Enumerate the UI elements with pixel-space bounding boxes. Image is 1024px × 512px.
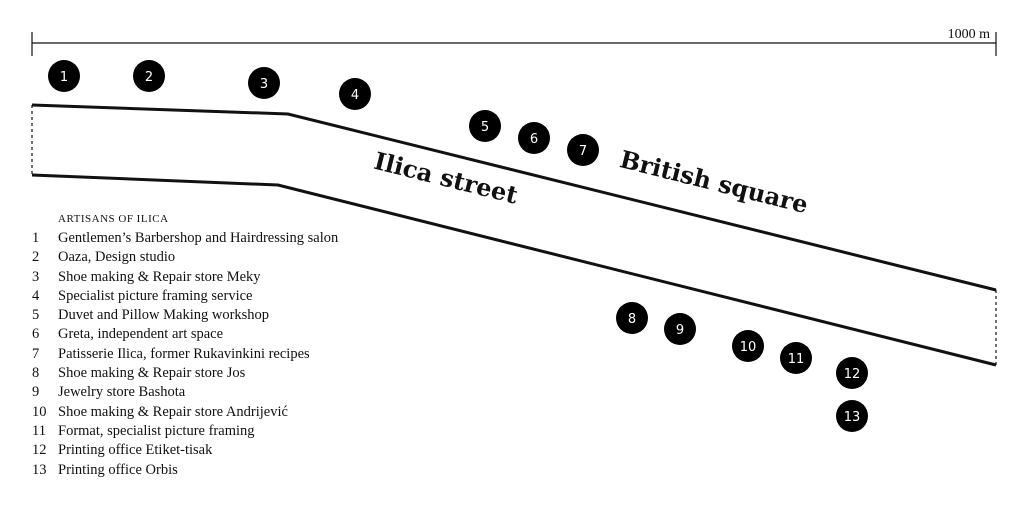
legend-item-number: 10 — [32, 403, 47, 420]
legend-item-label: Gentlemen’s Barbershop and Hairdressing … — [58, 230, 339, 246]
legend-item-label: Greta, independent art space — [58, 326, 224, 343]
legend-item-number: 3 — [32, 268, 40, 285]
legend-item: 13 Printing office Orbis — [32, 461, 452, 480]
legend-item-number: 12 — [32, 442, 47, 459]
map-pin-label: 10 — [740, 340, 757, 355]
legend-item-number: 4 — [32, 287, 40, 304]
map-pin-2[interactable]: 2 — [133, 60, 165, 92]
legend-item-number: 5 — [32, 307, 40, 324]
map-pin-label: 11 — [788, 352, 805, 367]
map-pin-4[interactable]: 4 — [339, 78, 371, 110]
legend-item-label: Patisserie Ilica, former Rukavinkini rec… — [58, 345, 310, 362]
legend-item-number: 6 — [32, 326, 40, 343]
map-pin-label: 13 — [844, 410, 861, 425]
map-pin-label: 5 — [481, 120, 489, 135]
legend-item-label: Shoe making & Repair store Andrijević — [58, 403, 288, 420]
legend-item: 2 Oaza, Design studio — [32, 248, 452, 267]
legend-item: 4 Specialist picture framing service — [32, 287, 452, 306]
legend-item-number: 9 — [32, 384, 40, 401]
legend-item-label: Shoe making & Repair store Jos — [58, 365, 246, 382]
map-pin-1[interactable]: 1 — [48, 60, 80, 92]
legend-item: 6 Greta, independent art space — [32, 325, 452, 344]
map-pin-label: 4 — [351, 88, 359, 103]
legend-item: 7 Patisserie Ilica, former Rukavinkini re… — [32, 345, 452, 364]
legend-item-number: 11 — [32, 422, 46, 439]
scale-label: 1000 m — [948, 27, 991, 42]
map-pin-12[interactable]: 12 — [836, 357, 868, 389]
legend-item-number: 13 — [32, 461, 47, 478]
legend-item-label: Specialist picture framing service — [58, 287, 253, 304]
legend-item: 9 Jewelry store Bashota — [32, 383, 452, 402]
map-pin-label: 7 — [579, 144, 587, 159]
map-pin-label: 9 — [676, 323, 684, 338]
legend-item-label: Printing office Etiket-tisak — [58, 442, 213, 459]
legend-item-number: 1 — [32, 230, 40, 246]
map-pin-label: 8 — [628, 312, 636, 327]
map-pin-7[interactable]: 7 — [567, 134, 599, 166]
map-pin-13[interactable]: 13 — [836, 400, 868, 432]
map-pin-6[interactable]: 6 — [518, 122, 550, 154]
legend-list: 1 Gentlemen’s Barbershop and Hairdressing… — [32, 229, 452, 480]
street-label-ilica: Ilica street — [371, 146, 521, 210]
legend-item: 5 Duvet and Pillow Making workshop — [32, 306, 452, 325]
legend-item-label: Jewelry store Bashota — [58, 384, 186, 401]
legend-item-label: Oaza, Design studio — [58, 249, 176, 266]
map-pin-label: 6 — [530, 132, 538, 147]
street-label-british-square: British square — [617, 144, 811, 219]
legend-item: 11 Format, specialist picture framing — [32, 422, 452, 441]
legend-item-label: Printing office Orbis — [58, 461, 178, 478]
map-pin-11[interactable]: 11 — [780, 342, 812, 374]
legend-item-label: Duvet and Pillow Making workshop — [58, 307, 270, 324]
legend-item: 3 Shoe making & Repair store Meky — [32, 268, 452, 287]
map-pin-3[interactable]: 3 — [248, 67, 280, 99]
map-pin-label: 12 — [844, 367, 861, 382]
map-pin-label: 1 — [60, 70, 68, 85]
street-outline — [31, 103, 997, 367]
legend: ARTISANS OF ILICA 1 Gentlemen’s Barbersho… — [32, 213, 452, 480]
legend-item-number: 2 — [32, 249, 40, 266]
map-pin-5[interactable]: 5 — [469, 110, 501, 142]
legend-item: 8 Shoe making & Repair store Jos — [32, 364, 452, 383]
scale-bar: 1000 m — [31, 27, 997, 56]
legend-item-number: 7 — [32, 345, 40, 362]
map-pin-8[interactable]: 8 — [616, 302, 648, 334]
map-pin-9[interactable]: 9 — [664, 313, 696, 345]
legend-item: 12 Printing office Etiket-tisak — [32, 441, 452, 460]
legend-item-number: 8 — [32, 365, 40, 382]
legend-item: 10 Shoe making & Repair store Andrijević — [32, 403, 452, 422]
legend-item-label: Format, specialist picture framing — [58, 422, 255, 439]
map-pin-10[interactable]: 10 — [732, 330, 764, 362]
legend-item: 1 Gentlemen’s Barbershop and Hairdressing… — [32, 229, 452, 248]
legend-title: ARTISANS OF ILICA — [58, 213, 169, 225]
map-pin-label: 2 — [145, 70, 153, 85]
map-pin-label: 3 — [260, 77, 268, 92]
legend-item-label: Shoe making & Repair store Meky — [58, 268, 261, 285]
